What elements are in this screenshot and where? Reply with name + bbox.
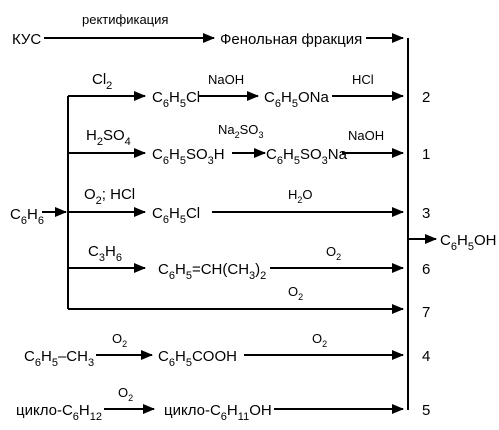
route6-reagent-c3h6: C3H6 [88,243,122,264]
route1-reagent-na2so3: Na2SO3 [218,122,263,140]
kus-label: КУС [12,31,41,48]
route2-intermediate-1: C6H5Cl [152,89,200,110]
route3-number: 3 [422,205,430,222]
route1-reagent-naoh: NaOH [348,128,384,143]
product-phenol: C6H5OH [440,232,496,253]
rectification-label: ректификация [82,12,168,27]
route5-number: 5 [422,402,430,419]
route1-intermediate-2: C6H5SO3Na [266,146,348,167]
route2-number: 2 [422,89,430,106]
route4-reagent-o2-2: O2 [312,331,327,349]
route2-intermediate-2: C6H5ONa [264,89,329,110]
route1-number: 1 [422,146,430,163]
route1-intermediate-1: C6H5SO3H [152,146,225,167]
route1-reagent-h2so4: H2SO4 [86,127,131,148]
route6-number: 6 [422,261,430,278]
route2-reagent-hcl: HCl [352,72,374,87]
route3-reagent-h2o: H2O [288,187,313,205]
route4-reagent-o2: O2 [112,331,127,349]
phenol-fraction-label: Фенольная фракция [220,31,362,48]
route2-reagent-naoh: NaOH [208,72,244,87]
route2-reagent-cl2: Cl2 [92,71,112,92]
route4-start-toluene: C6H5–CH3 [24,348,94,369]
route5-reagent-o2: O2 [118,385,133,403]
route4-intermediate-1: C6H5COOH [158,348,237,369]
route7-reagent-o2: O2 [288,284,303,302]
route5-intermediate-1: цикло-C6H11OH [164,402,272,423]
route6-reagent-o2: O2 [326,244,341,262]
route7-number: 7 [422,304,430,321]
route6-intermediate-1: C6H5=CH(CH3)2 [158,261,266,282]
route4-number: 4 [422,348,430,365]
route3-intermediate-1: C6H5Cl [152,205,200,226]
benzene-label: C6H6 [10,206,44,227]
route3-reagent-o2-hcl: O2; HCl [84,186,135,207]
route5-start-cyclohexane: цикло-C6H12 [16,402,102,423]
